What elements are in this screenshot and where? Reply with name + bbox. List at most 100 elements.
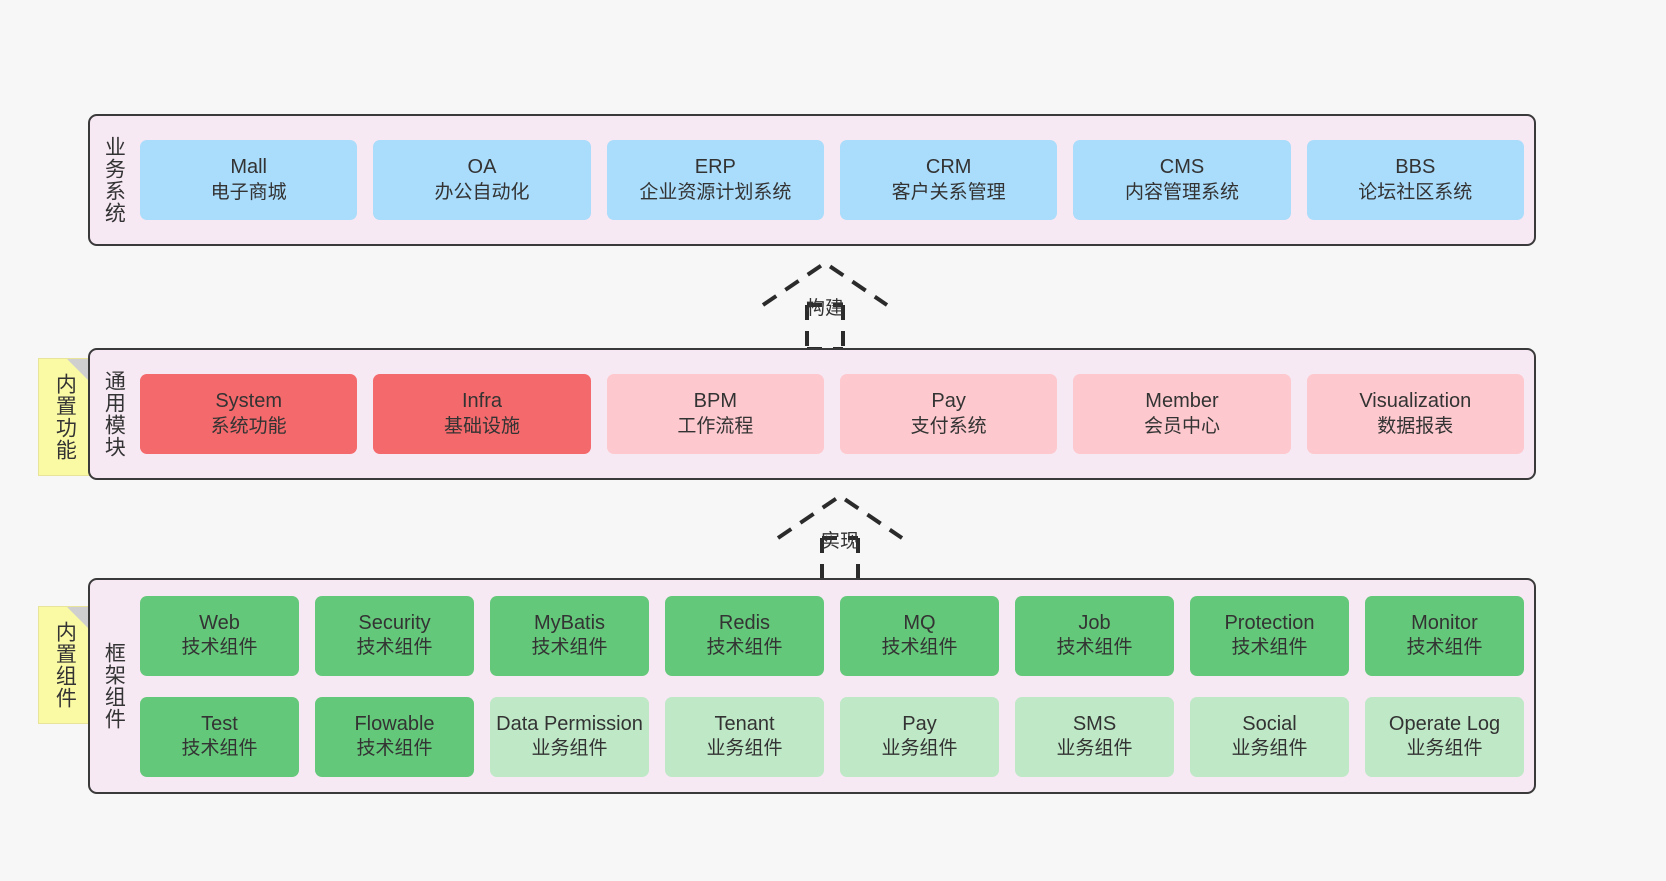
card-subtitle: 系统功能 (210, 415, 287, 437)
card-subtitle: 会员中心 (1143, 415, 1220, 437)
business-system-layer-label: 业务系统 (102, 136, 126, 224)
card-subtitle: 业务组件 (881, 738, 958, 760)
card-title: Infra (461, 390, 502, 413)
common-modules-layer-label: 通用模块 (102, 370, 126, 458)
card-title: Redis (718, 611, 771, 634)
card-subtitle: 技术组件 (706, 637, 783, 659)
sticky-fold-corner-icon (67, 607, 89, 629)
card-title: Operate Log (1388, 712, 1501, 735)
card-title: Social (1242, 712, 1297, 735)
card-title: Pay (931, 390, 966, 413)
card-subtitle: 电子商城 (210, 181, 287, 203)
framework-card-security[interactable]: Security 技术组件 (315, 595, 474, 676)
card-title: Flowable (354, 712, 435, 735)
framework-card-mybatis[interactable]: MyBatis 技术组件 (490, 595, 649, 676)
card-title: OA (467, 156, 497, 179)
card-title: Pay (902, 712, 937, 735)
card-subtitle: 论坛社区系统 (1358, 181, 1473, 203)
card-subtitle: 办公自动化 (434, 181, 530, 203)
card-subtitle: 技术组件 (356, 738, 433, 760)
card-title: Protection (1224, 611, 1315, 634)
card-subtitle: 业务组件 (1056, 738, 1133, 760)
framework-card-operate-log[interactable]: Operate Log 业务组件 (1365, 696, 1524, 777)
sticky-note-builtin-features: 内置功能 (38, 358, 90, 476)
card-title: BBS (1395, 156, 1436, 179)
card-subtitle: 技术组件 (1056, 637, 1133, 659)
card-title: BPM (693, 390, 737, 413)
card-title: System (215, 390, 282, 413)
connector-build: 构建 (745, 255, 905, 355)
card-subtitle: 内容管理系统 (1124, 181, 1239, 203)
framework-card-social[interactable]: Social 业务组件 (1190, 696, 1349, 777)
card-subtitle: 技术组件 (181, 738, 258, 760)
framework-card-sms[interactable]: SMS 业务组件 (1015, 696, 1174, 777)
card-title: Monitor (1411, 611, 1478, 634)
framework-card-test[interactable]: Test 技术组件 (140, 696, 299, 777)
card-subtitle: 技术组件 (1406, 637, 1483, 659)
framework-components-layer-label: 框架组件 (102, 642, 126, 730)
card-subtitle: 技术组件 (356, 637, 433, 659)
card-subtitle: 企业资源计划系统 (639, 181, 792, 203)
framework-card-monitor[interactable]: Monitor 技术组件 (1365, 595, 1524, 676)
sticky-note-builtin-features-label: 内置功能 (53, 373, 77, 461)
card-subtitle: 技术组件 (181, 637, 258, 659)
card-title: SMS (1072, 712, 1117, 735)
card-subtitle: 技术组件 (531, 637, 608, 659)
connector-implement: 实现 (760, 488, 920, 588)
framework-card-protection[interactable]: Protection 技术组件 (1190, 595, 1349, 676)
framework-card-pay[interactable]: Pay 业务组件 (840, 696, 999, 777)
card-title: Security (358, 611, 431, 634)
card-title: Visualization (1359, 390, 1472, 413)
card-title: Mall (230, 156, 267, 179)
card-subtitle: 支付系统 (910, 415, 987, 437)
card-subtitle: 业务组件 (1406, 738, 1483, 760)
connector-implement-label: 实现 (820, 531, 860, 552)
card-subtitle: 技术组件 (1231, 637, 1308, 659)
card-title: MQ (903, 611, 936, 634)
card-subtitle: 数据报表 (1377, 415, 1454, 437)
sticky-note-builtin-components-label: 内置组件 (53, 621, 77, 709)
card-title: CMS (1159, 156, 1205, 179)
framework-card-flowable[interactable]: Flowable 技术组件 (315, 696, 474, 777)
card-subtitle: 客户关系管理 (891, 181, 1006, 203)
sticky-note-builtin-components: 内置组件 (38, 606, 90, 724)
card-subtitle: 基础设施 (443, 415, 520, 437)
card-title: Test (201, 712, 238, 735)
card-subtitle: 业务组件 (1231, 738, 1308, 760)
card-subtitle: 工作流程 (677, 415, 754, 437)
card-subtitle: 业务组件 (706, 738, 783, 760)
framework-card-job[interactable]: Job 技术组件 (1015, 595, 1174, 676)
card-title: Job (1078, 611, 1111, 634)
framework-card-redis[interactable]: Redis 技术组件 (665, 595, 824, 676)
card-title: MyBatis (533, 611, 606, 634)
card-title: ERP (694, 156, 736, 179)
card-title: CRM (925, 156, 972, 179)
connector-build-label: 构建 (805, 298, 845, 319)
framework-card-tenant[interactable]: Tenant 业务组件 (665, 696, 824, 777)
card-title: Tenant (714, 712, 775, 735)
